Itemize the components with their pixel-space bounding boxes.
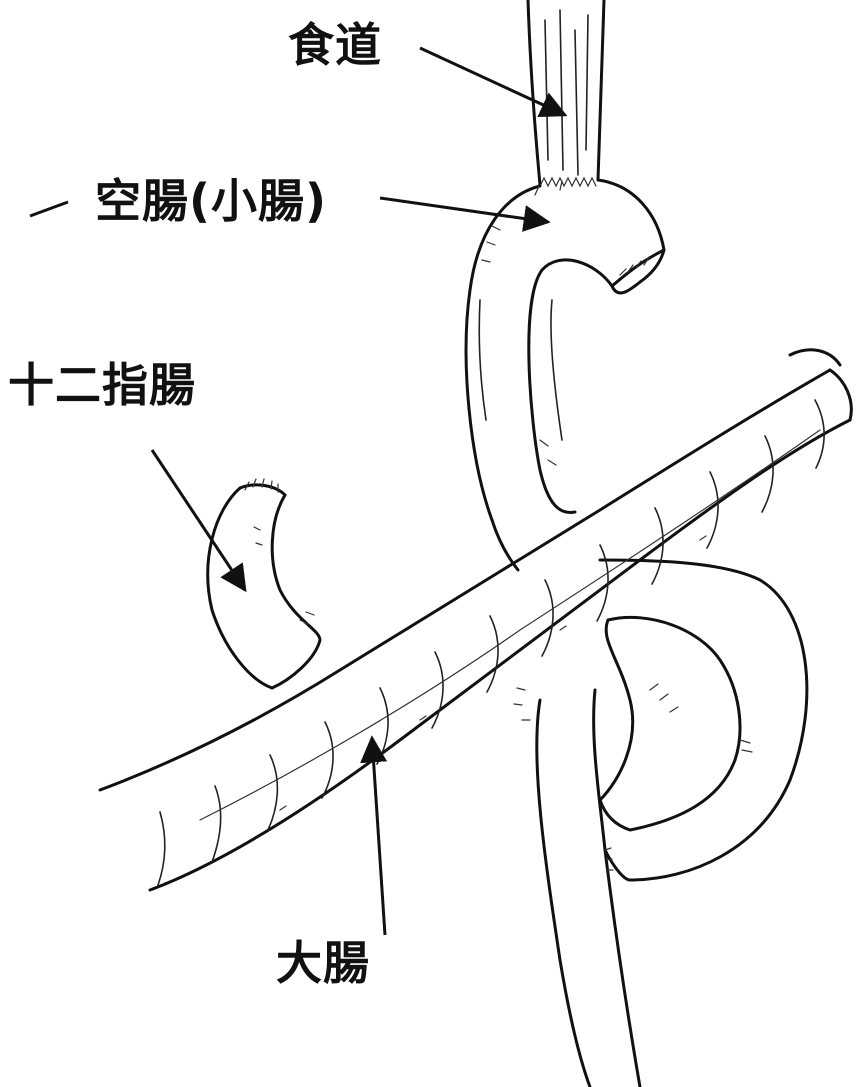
label-esophagus: 食道	[288, 22, 382, 68]
duodenum-arrow	[152, 450, 245, 590]
jejunum-left-mark	[30, 202, 68, 216]
esophagus-arrow	[420, 48, 565, 115]
colon-arrow	[372, 738, 385, 935]
colon-drawing	[100, 350, 851, 890]
esophagus-drawing	[528, 0, 604, 186]
jejunum-arrow	[380, 198, 548, 222]
label-duodenum: 十二指腸	[8, 362, 196, 408]
label-jejunum: 空腸(小腸)	[95, 178, 327, 224]
jejunum-drawing	[466, 180, 664, 570]
duodenum-drawing	[208, 479, 320, 688]
label-colon: 大腸	[276, 940, 370, 986]
small-intestine-lower-loop	[514, 560, 807, 1087]
